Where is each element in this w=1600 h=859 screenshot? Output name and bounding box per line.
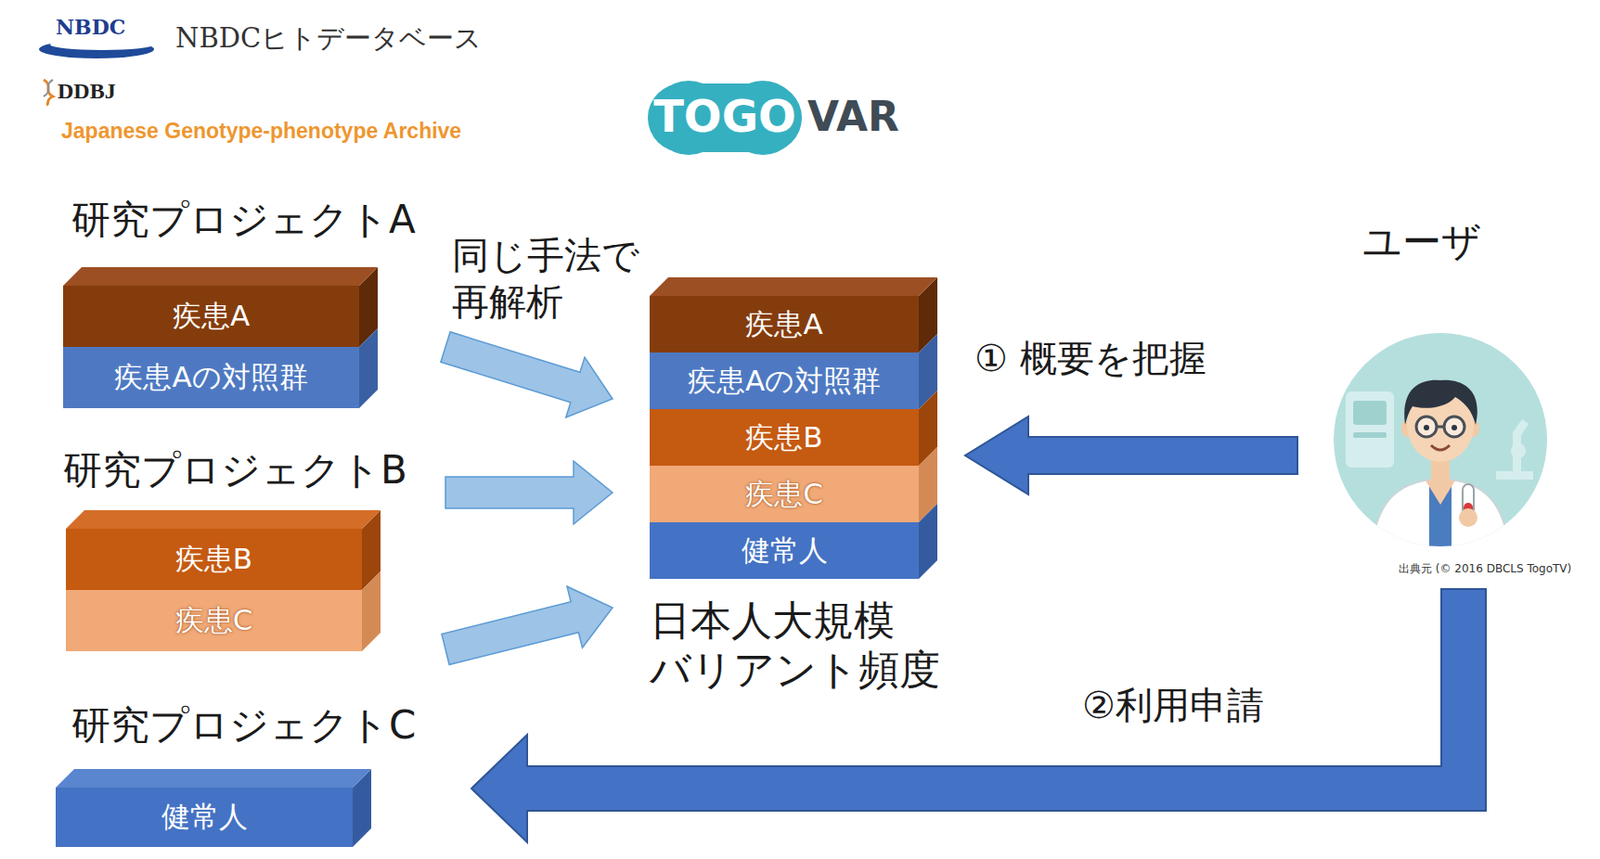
- box-side: [361, 571, 381, 652]
- block-arrow: [445, 461, 613, 525]
- logo-swoosh: [38, 39, 155, 59]
- box-side: [359, 328, 378, 409]
- box-label: 疾患A: [172, 298, 250, 334]
- data-box: 疾患A: [63, 285, 360, 348]
- project-group: 研究プロジェクトC 健常人: [46, 702, 439, 850]
- helix: [43, 79, 53, 97]
- logo-swoosh: [50, 38, 155, 51]
- project-group: 研究プロジェクトB 疾患B 疾患C: [55, 447, 439, 654]
- block-arrow: [441, 586, 613, 665]
- box-label: 疾患C: [175, 603, 254, 638]
- process-note: 同じ手法で 再解析: [451, 232, 662, 325]
- block-arrow: [440, 332, 613, 418]
- box-label: 疾患B: [745, 420, 823, 455]
- box-top: [65, 510, 381, 530]
- logo-text: VAR: [807, 92, 900, 142]
- box-label: 疾患B: [175, 541, 253, 577]
- data-box: 疾患B: [649, 409, 919, 466]
- logo-text: NBDC: [55, 14, 126, 39]
- group-heading: 研究プロジェクトC: [71, 702, 416, 749]
- main-arrow: [471, 589, 1486, 843]
- box-label: 健常人: [161, 800, 248, 835]
- logo-text: DDBJ: [57, 77, 117, 105]
- data-box: 疾患C: [649, 465, 919, 523]
- box-label: 疾患C: [745, 477, 824, 512]
- helix: [43, 79, 53, 105]
- image-credit: 出典元 (© 2016 DBCLS TogoTV): [1398, 562, 1572, 576]
- data-box: 疾患Aの対照群: [63, 347, 360, 409]
- database-name: NBDCヒトデータベース: [175, 22, 482, 55]
- box-label: 疾患A: [745, 307, 823, 342]
- data-box: 疾患C: [65, 590, 362, 652]
- logo-text: TOGO: [647, 90, 802, 144]
- edge-label: ① 概要を把握: [974, 335, 1207, 381]
- group-heading: 研究プロジェクトA: [71, 196, 416, 244]
- scientist: [1345, 380, 1534, 552]
- group-heading: 研究プロジェクトB: [63, 447, 408, 494]
- nbdc-logo: [37, 37, 158, 62]
- box-top: [649, 277, 938, 297]
- variant-stack: 日本人大規模 バリアント頻度 疾患A 疾患Aの対照群疾患B 疾患C 健常人: [649, 276, 966, 699]
- group-heading: 日本人大規模 バリアント頻度: [649, 596, 966, 696]
- box-label: 健常人: [741, 533, 828, 568]
- archive-name: Japanese Genotype-phenotype Archive: [61, 118, 462, 145]
- box-top: [55, 769, 372, 788]
- ddbj-icon: [40, 77, 56, 106]
- data-box: 健常人: [649, 522, 919, 580]
- box-label: 疾患Aの対照群: [687, 363, 881, 399]
- main-arrow: [965, 416, 1298, 495]
- project-group: 研究プロジェクトA 疾患A 疾患Aの対照群: [55, 196, 439, 413]
- data-box: 疾患Aの対照群: [649, 352, 919, 410]
- user-illustration: [1332, 332, 1549, 548]
- data-box: 健常人: [55, 787, 353, 848]
- data-box: 疾患A: [649, 296, 919, 353]
- user-node: ユーザ: [1330, 219, 1550, 548]
- box-side: [918, 503, 938, 580]
- box-top: [63, 267, 378, 286]
- logo-blob: [647, 83, 802, 153]
- group-heading: ユーザ: [1362, 219, 1482, 266]
- box-label: 疾患Aの対照群: [114, 360, 308, 395]
- edge-label: ②利用申請: [1082, 683, 1265, 728]
- data-box: 疾患B: [65, 529, 362, 591]
